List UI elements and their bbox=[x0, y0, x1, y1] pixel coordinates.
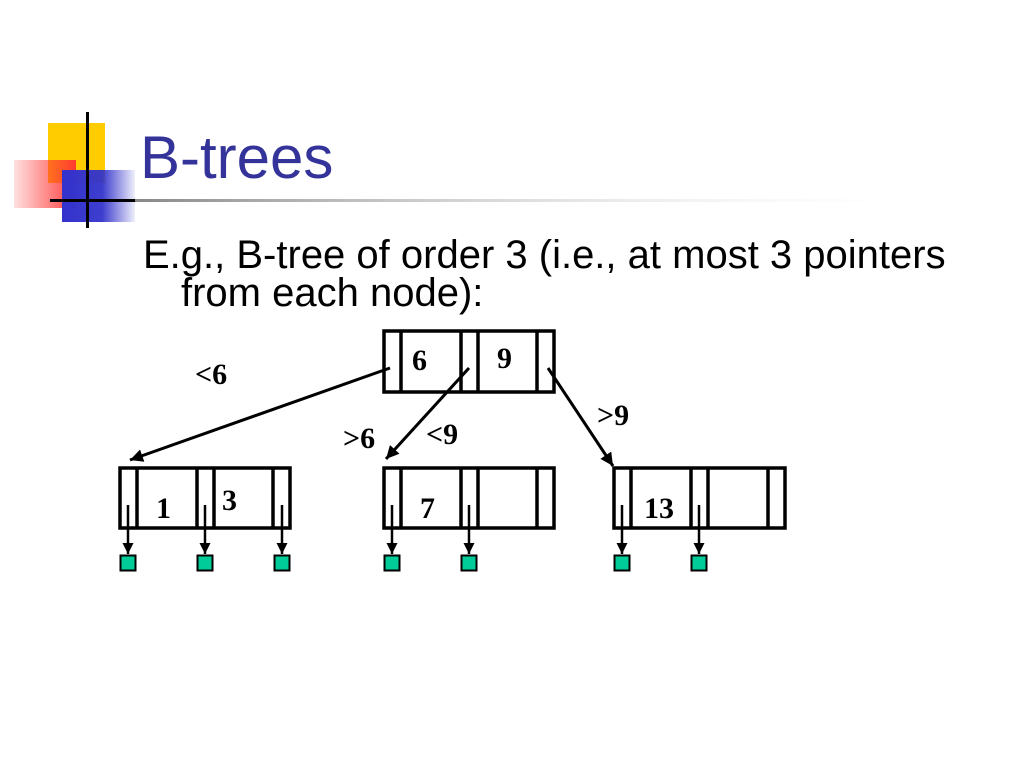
body-text-line-2: from each node): bbox=[181, 271, 483, 315]
edge-arrow-left bbox=[129, 366, 391, 462]
edge-label-right: >9 bbox=[597, 399, 629, 432]
edge-label-middle-upper: <9 bbox=[426, 418, 458, 451]
root-key-2: 9 bbox=[497, 342, 512, 375]
slide-logo bbox=[14, 112, 135, 228]
leaf-pointer-target bbox=[460, 554, 478, 572]
btree-diagram: 6 9 <6 >6 <9 >9 1 3 bbox=[118, 329, 787, 572]
logo-vertical-bar bbox=[86, 112, 89, 228]
edge-arrow-right bbox=[546, 367, 615, 467]
child-left-key-2: 3 bbox=[222, 484, 237, 517]
child-right-key-1: 13 bbox=[644, 492, 674, 525]
root-node: 6 9 bbox=[382, 329, 556, 394]
slide-title: B-trees bbox=[140, 124, 333, 191]
child-node-right: 13 bbox=[612, 466, 787, 572]
leaf-pointer-target bbox=[613, 554, 631, 572]
root-key-1: 6 bbox=[412, 344, 427, 377]
title-rule bbox=[135, 199, 960, 202]
leaf-pointer-target bbox=[690, 554, 708, 572]
body-text-line-1: E.g., B-tree of order 3 (i.e., at most 3… bbox=[143, 233, 946, 277]
edge-arrow-middle bbox=[384, 366, 471, 461]
leaf-pointer-target bbox=[119, 554, 137, 572]
child-node-left: 1 3 bbox=[118, 466, 292, 572]
leaf-pointer-target bbox=[383, 554, 401, 572]
leaf-pointer-target bbox=[273, 554, 291, 572]
edge-label-left: <6 bbox=[195, 358, 227, 391]
node-box bbox=[382, 329, 556, 394]
logo-blue-block bbox=[62, 170, 135, 222]
logo-horizontal-bar bbox=[50, 199, 135, 202]
child-middle-key-1: 7 bbox=[420, 492, 435, 525]
child-left-key-1: 1 bbox=[156, 492, 171, 525]
leaf-pointer-target bbox=[196, 554, 214, 572]
child-node-middle: 7 bbox=[382, 466, 556, 572]
edge-label-middle-lower: >6 bbox=[343, 422, 375, 455]
